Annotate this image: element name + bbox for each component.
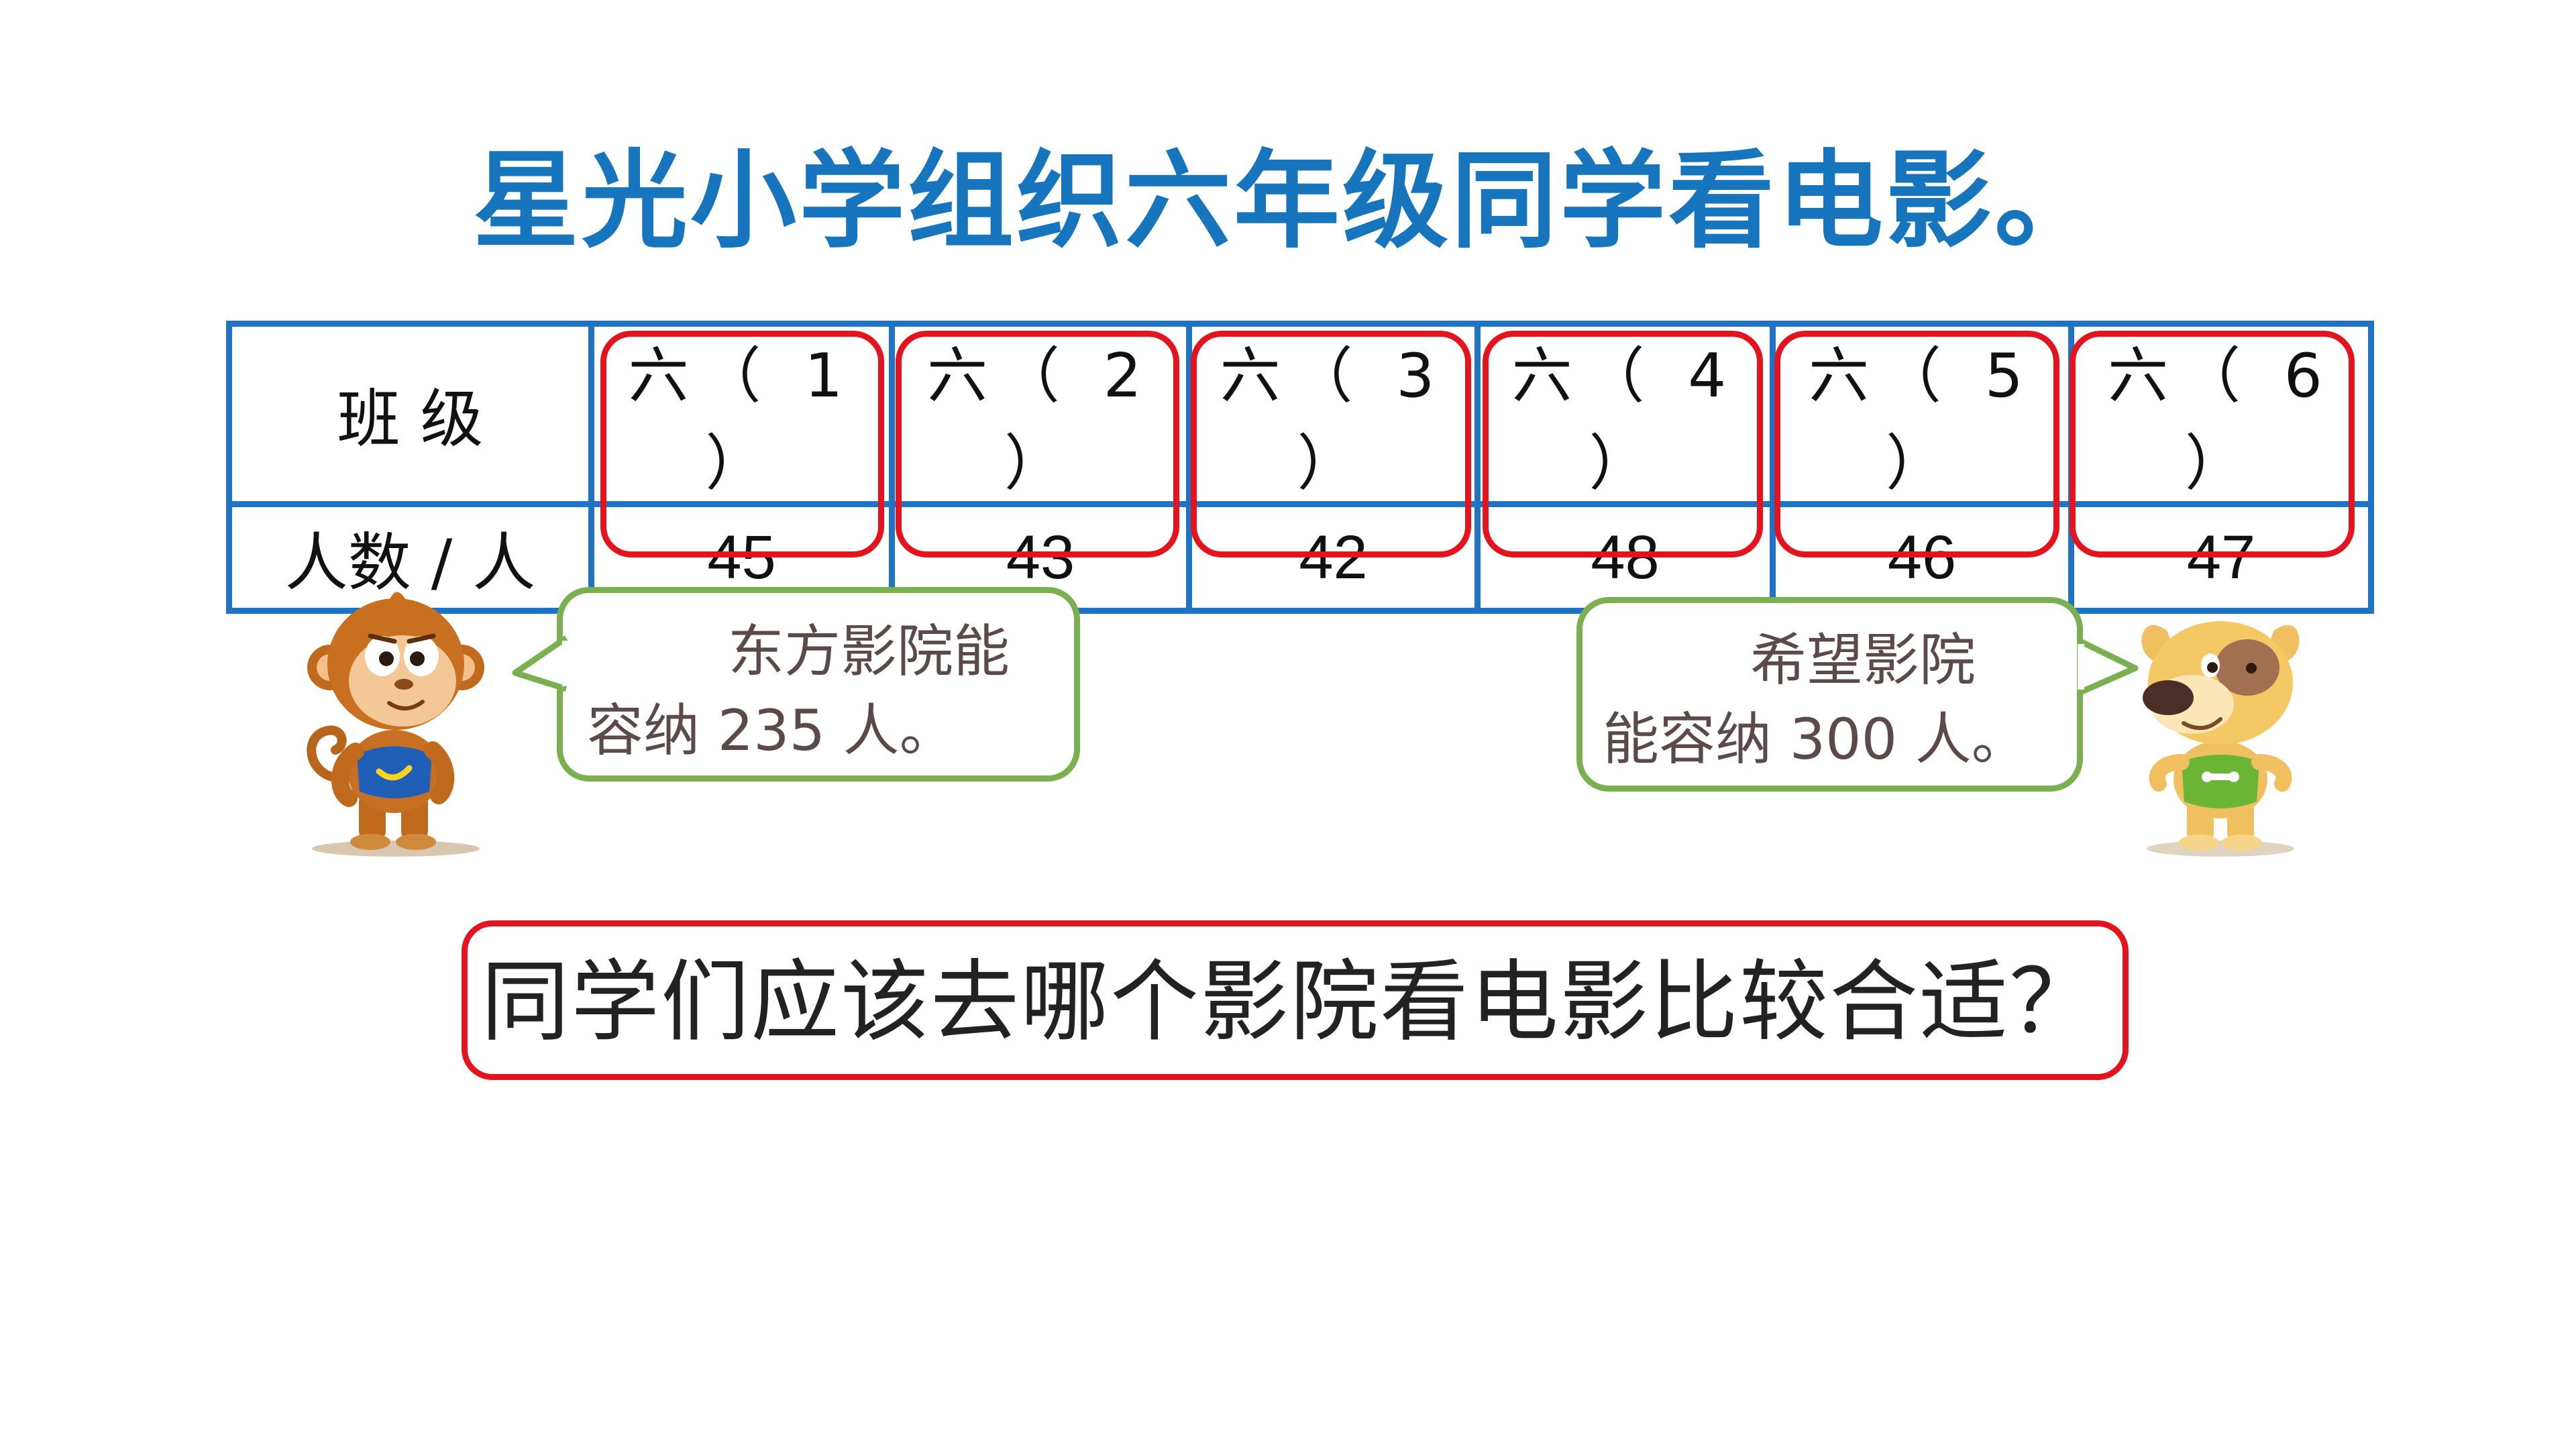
- class-cell-5: 六（ 5 ）: [1770, 321, 2074, 507]
- highlight-box-5: [1774, 331, 2059, 557]
- bubble-right-line2: 能容纳 300 人。: [1603, 706, 2028, 772]
- bubble-right-line1: 希望影院: [1750, 627, 1976, 693]
- row-header-class: 班 级: [226, 321, 594, 507]
- page-title: 星光小学组织六年级同学看电影。: [473, 140, 2103, 263]
- bubble-left-line1: 东方影院能: [728, 619, 1010, 684]
- monkey-character-icon: [307, 592, 484, 857]
- highlight-box-2: [896, 331, 1179, 557]
- highlight-box-4: [1483, 331, 1763, 557]
- count-cell-3: 42: [1186, 501, 1481, 614]
- speech-bubble-left: 东方影院能 容纳 235 人。: [557, 587, 1080, 782]
- bubble-tail-right: [2078, 638, 2139, 696]
- class-cell-4: 六（ 4 ）: [1474, 321, 1776, 507]
- question-text: 同学们应该去哪个影院看电影比较合适？: [481, 951, 2099, 1054]
- bubble-left-line2: 容纳 235 人。: [587, 698, 956, 763]
- class-cell-2: 六（ 2 ）: [889, 321, 1192, 507]
- highlight-box-6: [2070, 331, 2355, 557]
- highlight-box-1: [600, 331, 884, 557]
- speech-bubble-right: 希望影院 能容纳 300 人。: [1576, 597, 2083, 792]
- dog-character-icon: [2141, 621, 2300, 857]
- question-box: 同学们应该去哪个影院看电影比较合适？: [462, 920, 2129, 1080]
- bubble-tail-left: [512, 635, 568, 692]
- highlight-box-3: [1191, 331, 1471, 557]
- class-cell-3: 六（ 3 ）: [1186, 321, 1481, 507]
- table-row-class: 班 级 六（ 1 ） 六（ 2 ） 六（ 3 ） 六（ 4 ） 六（ 5 ） 六…: [226, 321, 2374, 507]
- class-cell-1: 六（ 1 ）: [588, 321, 895, 507]
